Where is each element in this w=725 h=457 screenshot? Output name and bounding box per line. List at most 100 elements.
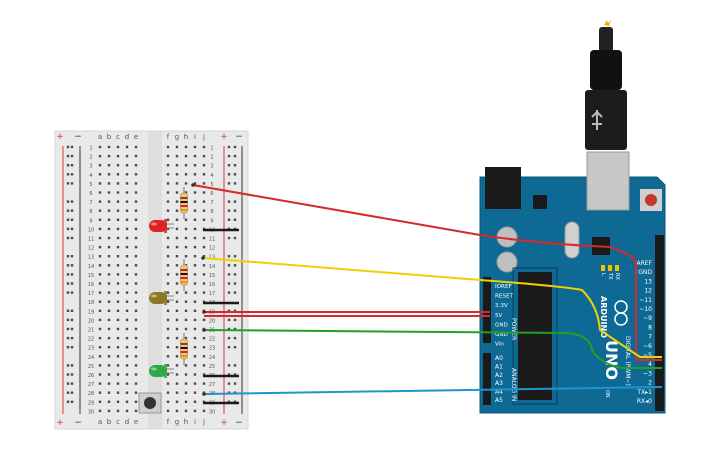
rail-hole[interactable]	[66, 336, 70, 340]
breadboard-hole[interactable]	[134, 318, 138, 322]
breadboard-hole[interactable]	[125, 255, 129, 258]
breadboard-hole[interactable]	[107, 400, 111, 403]
breadboard-hole[interactable]	[175, 218, 179, 221]
breadboard-hole[interactable]	[202, 182, 206, 185]
breadboard-hole[interactable]	[166, 145, 170, 149]
breadboard-hole[interactable]	[98, 273, 102, 276]
breadboard-hole[interactable]	[193, 264, 197, 267]
breadboard-hole[interactable]	[202, 145, 206, 149]
breadboard-hole[interactable]	[125, 409, 129, 413]
breadboard-hole[interactable]	[98, 364, 102, 367]
breadboard-hole[interactable]	[184, 218, 188, 221]
breadboard-hole[interactable]	[175, 236, 179, 240]
rail-hole[interactable]	[70, 327, 74, 331]
breadboard-hole[interactable]	[166, 409, 170, 413]
rail-hole[interactable]	[227, 255, 231, 258]
breadboard-hole[interactable]	[175, 346, 179, 349]
rail-hole[interactable]	[233, 173, 237, 176]
breadboard-hole[interactable]	[98, 309, 102, 312]
breadboard-hole[interactable]	[175, 282, 179, 285]
breadboard-hole[interactable]	[184, 318, 188, 322]
breadboard-hole[interactable]	[98, 391, 102, 394]
breadboard-hole[interactable]	[98, 209, 102, 212]
breadboard-hole[interactable]	[184, 164, 188, 167]
breadboard-hole[interactable]	[193, 291, 197, 294]
breadboard-hole[interactable]	[166, 318, 170, 322]
rail-hole[interactable]	[66, 173, 70, 176]
breadboard-hole[interactable]	[175, 364, 179, 367]
breadboard-hole[interactable]	[166, 236, 170, 240]
breadboard-hole[interactable]	[202, 346, 206, 349]
rail-hole[interactable]	[66, 145, 70, 149]
breadboard-hole[interactable]	[202, 382, 206, 385]
breadboard-hole[interactable]	[116, 400, 120, 403]
breadboard-hole[interactable]	[125, 264, 129, 267]
breadboard-hole[interactable]	[184, 245, 188, 249]
rail-hole[interactable]	[66, 400, 70, 403]
breadboard-hole[interactable]	[175, 255, 179, 258]
rail-hole[interactable]	[70, 382, 74, 385]
breadboard-hole[interactable]	[193, 154, 197, 158]
breadboard-hole[interactable]	[125, 382, 129, 385]
rail-hole[interactable]	[70, 236, 74, 240]
breadboard-hole[interactable]	[166, 282, 170, 285]
breadboard-hole[interactable]	[166, 209, 170, 212]
breadboard-hole[interactable]	[175, 182, 179, 185]
breadboard-hole[interactable]	[116, 309, 120, 312]
rail-hole[interactable]	[70, 218, 74, 221]
rail-hole[interactable]	[70, 209, 74, 212]
rail-hole[interactable]	[66, 291, 70, 294]
breadboard-hole[interactable]	[98, 336, 102, 340]
breadboard-hole[interactable]	[175, 373, 179, 376]
breadboard-hole[interactable]	[107, 218, 111, 221]
breadboard-hole[interactable]	[125, 164, 129, 167]
breadboard-hole[interactable]	[125, 282, 129, 285]
breadboard-hole[interactable]	[134, 145, 138, 149]
rail-hole[interactable]	[227, 236, 231, 240]
pushbutton[interactable]	[138, 392, 162, 414]
breadboard-hole[interactable]	[166, 264, 170, 267]
breadboard-hole[interactable]	[184, 145, 188, 149]
rail-hole[interactable]	[233, 309, 237, 312]
breadboard-hole[interactable]	[107, 309, 111, 312]
breadboard-hole[interactable]	[107, 300, 111, 303]
breadboard-hole[interactable]	[134, 227, 138, 231]
breadboard-hole[interactable]	[202, 336, 206, 340]
breadboard-hole[interactable]	[193, 327, 197, 331]
rail-hole[interactable]	[233, 236, 237, 240]
breadboard-hole[interactable]	[116, 391, 120, 394]
rail-hole[interactable]	[233, 209, 237, 212]
rail-hole[interactable]	[227, 318, 231, 322]
breadboard-hole[interactable]	[107, 327, 111, 331]
breadboard-hole[interactable]	[98, 164, 102, 167]
rail-hole[interactable]	[70, 173, 74, 176]
breadboard-hole[interactable]	[116, 273, 120, 276]
rail-hole[interactable]	[66, 236, 70, 240]
breadboard-hole[interactable]	[125, 200, 129, 203]
rail-hole[interactable]	[66, 282, 70, 285]
breadboard-hole[interactable]	[125, 154, 129, 158]
breadboard-hole[interactable]	[175, 382, 179, 385]
rail-hole[interactable]	[70, 400, 74, 403]
breadboard-hole[interactable]	[175, 400, 179, 403]
rail-hole[interactable]	[233, 282, 237, 285]
breadboard-hole[interactable]	[125, 236, 129, 240]
breadboard-hole[interactable]	[184, 400, 188, 403]
breadboard-hole[interactable]	[166, 255, 170, 258]
rail-hole[interactable]	[70, 364, 74, 367]
breadboard-hole[interactable]	[134, 236, 138, 240]
rail-hole[interactable]	[233, 336, 237, 340]
breadboard-hole[interactable]	[107, 182, 111, 185]
breadboard-hole[interactable]	[107, 282, 111, 285]
breadboard-hole[interactable]	[107, 382, 111, 385]
breadboard-hole[interactable]	[116, 209, 120, 212]
breadboard-hole[interactable]	[116, 154, 120, 158]
breadboard-hole[interactable]	[98, 300, 102, 303]
breadboard-hole[interactable]	[166, 245, 170, 249]
breadboard-hole[interactable]	[166, 218, 170, 221]
breadboard-hole[interactable]	[134, 382, 138, 385]
breadboard-hole[interactable]	[166, 346, 170, 349]
wire-red-top[interactable]	[192, 184, 662, 361]
breadboard-hole[interactable]	[134, 373, 138, 376]
breadboard-hole[interactable]	[175, 273, 179, 276]
